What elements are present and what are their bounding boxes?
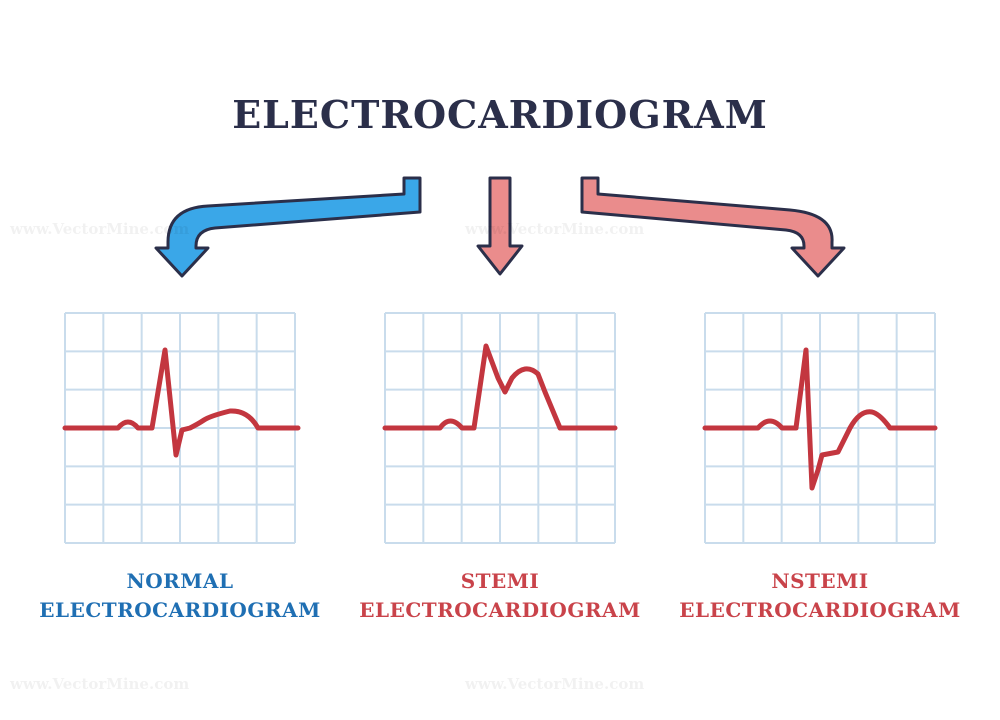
label-normal-line1: NORMAL — [126, 569, 234, 593]
ecg-grid-stemi — [382, 312, 618, 544]
ecg-trace-nstemi — [702, 347, 938, 491]
watermark-4: www.VectorMine.com — [465, 675, 645, 693]
label-stemi: STEMI ELECTROCARDIOGRAM — [340, 567, 660, 625]
ecg-panels — [62, 312, 938, 544]
ecg-trace-normal — [62, 347, 301, 458]
ecg-grid-nstemi — [702, 312, 938, 544]
watermark-3: www.VectorMine.com — [10, 675, 190, 693]
watermark-1: www.VectorMine.com — [10, 220, 190, 238]
arrow-down-shape — [476, 176, 524, 276]
label-stemi-line2: ELECTROCARDIOGRAM — [359, 598, 641, 622]
arrow-left-shape — [154, 176, 422, 278]
label-stemi-line1: STEMI — [460, 569, 540, 593]
label-normal: NORMAL ELECTROCARDIOGRAM — [20, 567, 340, 625]
page-title: ELECTROCARDIOGRAM — [232, 92, 768, 137]
label-nstemi-line1: NSTEMI — [771, 569, 869, 593]
label-nstemi: NSTEMI ELECTROCARDIOGRAM — [660, 567, 980, 625]
label-nstemi-line2: ELECTROCARDIOGRAM — [679, 598, 961, 622]
arrow-to-normal — [154, 176, 422, 278]
arrow-to-stemi — [476, 176, 524, 276]
ecg-trace-stemi — [382, 343, 618, 431]
arrow-right-shape — [580, 176, 846, 278]
arrow-to-nstemi — [580, 176, 846, 278]
watermark-2: www.VectorMine.com — [465, 220, 645, 238]
label-normal-line2: ELECTROCARDIOGRAM — [39, 598, 321, 622]
ecg-grid-normal — [62, 312, 301, 544]
